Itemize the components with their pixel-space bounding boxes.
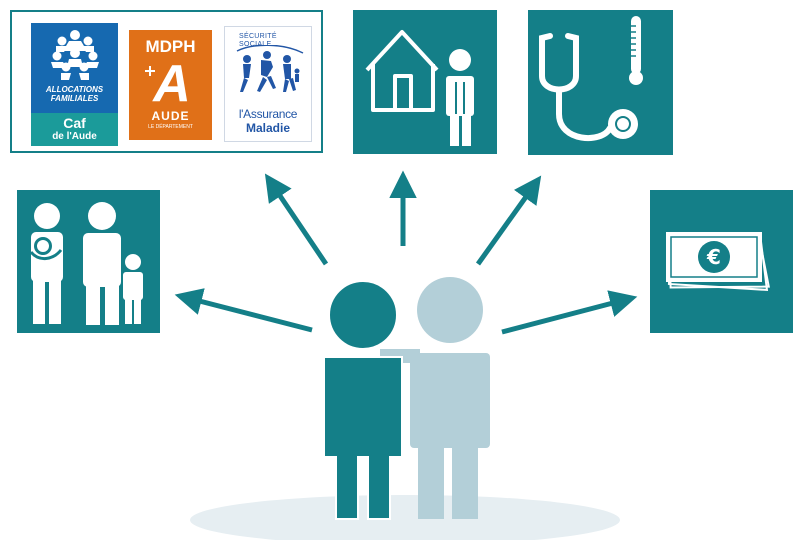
- house-person-icon: [365, 30, 474, 146]
- assurance-arc-text: SÉCURITÉ SOCIALE: [239, 33, 277, 48]
- mdph-dept: AUDE: [151, 109, 190, 123]
- svg-text:€: €: [706, 245, 721, 269]
- mdph-title: MDPH: [145, 37, 196, 56]
- arrow-to-logos: [264, 173, 329, 266]
- assurance-maladie-logo: SÉCURITÉ SOCIALE l'Assurance Maladie: [224, 26, 312, 142]
- caf-line2: FAMILIALES: [50, 94, 99, 103]
- caf-subtitle: de l'Aude: [52, 131, 97, 142]
- euro-banknotes-icon: €: [666, 232, 770, 292]
- housing-tile: [353, 10, 497, 154]
- finance-tile: €: [650, 190, 793, 333]
- family-tile: [17, 190, 160, 333]
- arrow-to-health: [475, 175, 542, 266]
- family-icon: [29, 202, 143, 325]
- caf-logo: ALLOCATIONS FAMILIALES Caf de l'Aude: [31, 23, 118, 146]
- caf-line1: ALLOCATIONS: [45, 85, 104, 94]
- mdph-logo: MDPH A AUDE LE DÉPARTEMENT: [129, 30, 212, 140]
- caf-name: Caf: [63, 115, 86, 131]
- caf-family-emblem-icon: [51, 30, 99, 80]
- mdph-tagline: LE DÉPARTEMENT: [148, 124, 193, 130]
- arrow-to-family: [174, 288, 313, 333]
- mdph-cross-icon: [145, 66, 155, 76]
- assurance-figures-icon: [236, 45, 304, 92]
- assurance-line1: l'Assurance: [238, 107, 298, 121]
- arrow-to-finance: [501, 290, 638, 335]
- health-tile: [528, 10, 673, 155]
- mdph-letter: A: [153, 55, 191, 113]
- partner-logos-panel: ALLOCATIONS FAMILIALES Caf de l'Aude MDP…: [10, 10, 323, 153]
- stethoscope-thermometer-icon: [539, 16, 643, 142]
- couple-icon: [323, 277, 490, 520]
- assurance-line2: Maladie: [245, 121, 290, 135]
